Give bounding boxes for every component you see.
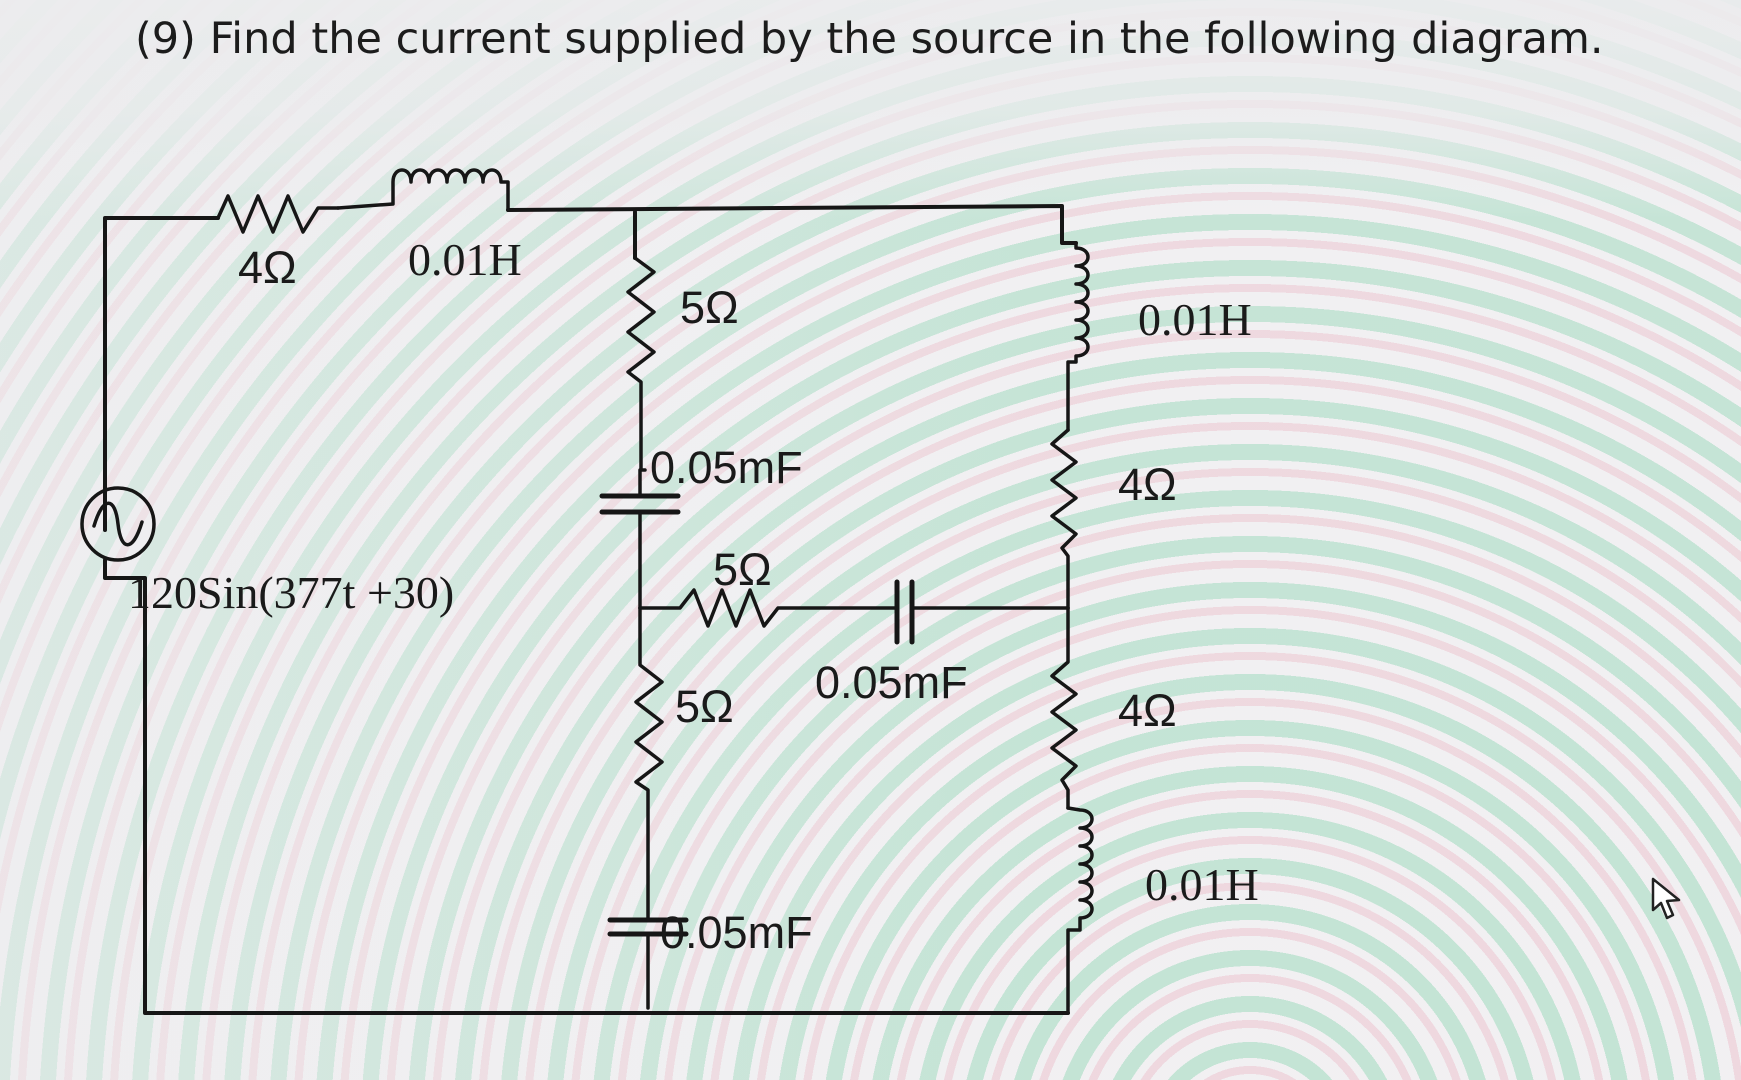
mouse-pointer-icon	[1651, 877, 1681, 920]
top-inductor-label: 0.01H	[408, 234, 522, 285]
wire-left-top	[103, 216, 220, 532]
bridge-capacitor	[894, 579, 1070, 645]
bridge-capacitor-label: 0.05mF	[815, 657, 968, 708]
top-resistor-label: 4Ω	[238, 242, 297, 293]
right-resistor-upper	[1050, 428, 1078, 610]
middle-resistor-top-label: 5Ω	[680, 282, 739, 333]
right-inductor-top-label: 0.01H	[1138, 294, 1252, 345]
middle-capacitor-top-label: 0.05mF	[650, 442, 803, 493]
middle-resistor-bottom	[634, 606, 664, 922]
bridge-resistor	[638, 588, 897, 628]
middle-capacitor-top	[599, 468, 681, 610]
middle-resistor-bottom-label: 5Ω	[675, 681, 734, 732]
middle-capacitor-bottom	[607, 917, 689, 1010]
top-inductor	[336, 168, 510, 212]
right-inductor-bottom	[1066, 806, 1094, 1015]
right-resistor-lower-label: 4Ω	[1118, 685, 1177, 736]
top-resistor	[216, 194, 340, 234]
middle-resistor-top	[626, 256, 656, 472]
right-resistor-upper-label: 4Ω	[1118, 459, 1177, 510]
wire-top	[506, 204, 1078, 245]
bridge-resistor-label: 5Ω	[713, 544, 772, 595]
right-resistor-lower	[1050, 606, 1078, 810]
right-inductor-bottom-label: 0.01H	[1145, 859, 1259, 910]
ac-source-icon	[80, 486, 156, 562]
source-label: 120Sin(377t +30)	[128, 567, 454, 618]
middle-capacitor-bottom-label: 0.05mF	[660, 907, 813, 958]
wire-left-bottom	[103, 558, 1070, 1015]
right-inductor-top	[1066, 241, 1090, 432]
question-text: (9) Find the current supplied by the sou…	[135, 14, 1604, 64]
